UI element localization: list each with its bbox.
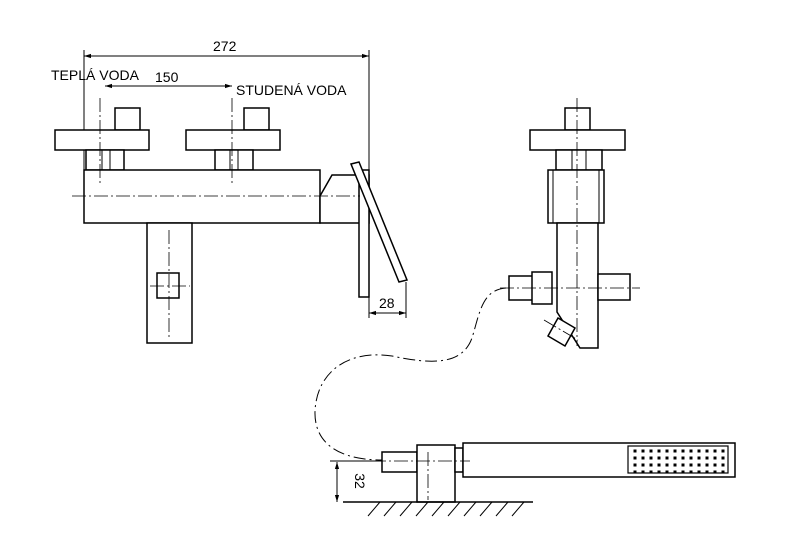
dimension-shower-height: 32 xyxy=(330,460,382,502)
dimension-overall-width-label: 272 xyxy=(213,38,237,54)
mixer-front-view xyxy=(54,98,409,344)
mixer-side-view xyxy=(500,98,640,349)
dimension-handle-offset: 28 xyxy=(368,282,407,318)
shower-hose xyxy=(314,287,507,461)
label-cold-water: STUDENÁ VODA xyxy=(236,82,347,98)
dimension-inlet-spacing-label: 150 xyxy=(155,69,179,85)
floor-hatching xyxy=(343,501,533,517)
dimension-inlet-spacing: 150 xyxy=(105,69,232,89)
label-warm-water: TEPLÁ VODA xyxy=(51,67,140,83)
hand-shower xyxy=(372,442,736,503)
dimension-handle-offset-label: 28 xyxy=(379,295,395,311)
shower-head-grill xyxy=(627,445,729,474)
dimension-overall-width: 272 xyxy=(83,38,370,172)
dimension-shower-height-label: 32 xyxy=(352,473,368,489)
